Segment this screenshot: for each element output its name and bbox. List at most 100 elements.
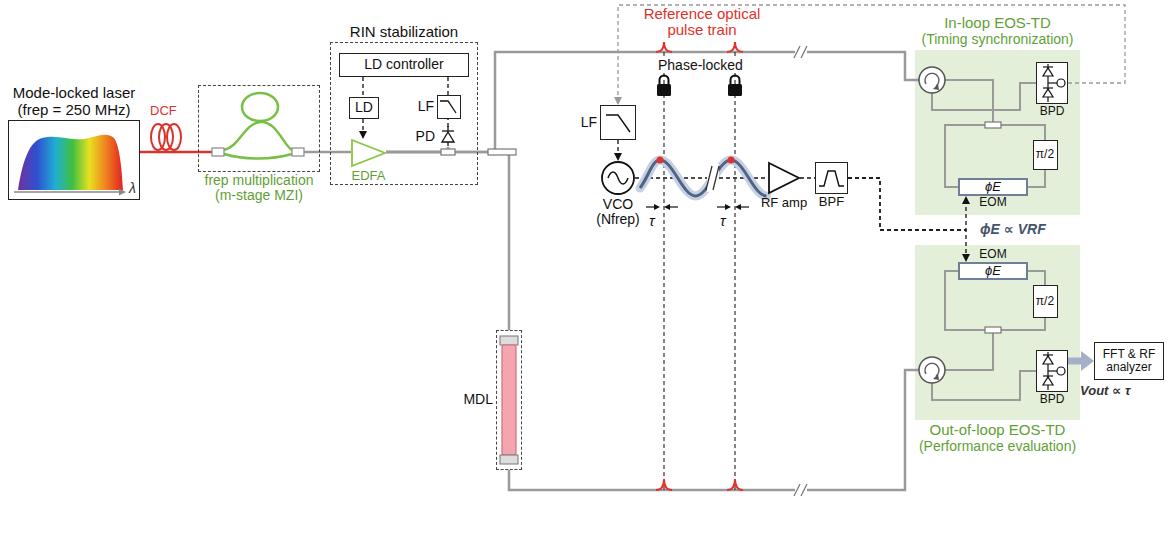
filter-box: LF: [437, 95, 461, 119]
fiber: [945, 333, 993, 370]
coupler: [292, 148, 304, 156]
connector: [140, 152, 198, 153]
node-label: MDL: [463, 392, 493, 407]
node-label: RF amp: [761, 196, 807, 210]
connector-line: [509, 370, 915, 490]
connector: [800, 178, 815, 179]
lowpass-symbol: [606, 115, 630, 132]
photodiode-bar: [1043, 354, 1053, 355]
offset-arrow: [669, 206, 678, 207]
annotation: Reference optical pulse train: [632, 6, 772, 38]
annotation: τ: [649, 213, 655, 229]
connector-cap: [500, 336, 518, 345]
arrow-head: [933, 374, 939, 380]
photodiode-symbol: [1043, 89, 1053, 97]
arrow-head: [664, 204, 670, 210]
label-box: ϕE ∝ VRF: [980, 222, 1046, 237]
break-mark: [801, 484, 807, 496]
vco-circle: VCO(Nfrep): [601, 161, 635, 195]
node-label: FFT & RF analyzer: [1097, 348, 1161, 374]
node-label: (frep = 250 MHz): [13, 102, 136, 119]
arrow-head: [654, 204, 660, 210]
annotation: τ: [720, 213, 726, 229]
connector-line: [617, 140, 618, 154]
amplifier-triangle: EDFA: [351, 139, 386, 167]
laser-box: Mode-locked laser(frep = 250 MHz): [8, 120, 140, 200]
circulator: [919, 67, 945, 93]
node-label: (Performance evaluation): [919, 439, 1076, 454]
break-mark: [794, 484, 800, 496]
fiber-loop: [1028, 170, 1045, 187]
lock-shackle: [731, 76, 740, 85]
node-label: BPD: [1040, 105, 1065, 118]
phase-box: π/2: [1033, 285, 1058, 318]
node-label: Mode-locked laser: [13, 85, 136, 102]
connector-line: [1068, 358, 1082, 365]
lowpass-symbol: [440, 101, 456, 113]
connector-line: [848, 178, 966, 255]
timing-marker: [663, 52, 664, 490]
node-label: PD: [416, 129, 435, 144]
node-label: (Timing synchronization): [922, 32, 1074, 47]
connector: [359, 119, 367, 139]
annotation: Vout ∝ τ: [1080, 384, 1130, 398]
connector-line: [140, 151, 198, 154]
arrow-head: [359, 131, 367, 139]
break-gap: [707, 164, 719, 192]
photodiode-lead: [447, 126, 448, 131]
fiber: [932, 371, 1036, 400]
connector-line: [320, 151, 351, 154]
lock-body: [728, 84, 742, 96]
detector-box: BPD: [1036, 350, 1068, 392]
text-group: RF amp: [761, 196, 807, 210]
modulator-box: EOMϕE: [958, 262, 1028, 280]
connector-line: [848, 178, 966, 230]
node-label: frep multiplication: [205, 173, 314, 188]
break-gap: [795, 45, 807, 59]
oscillator-symbol: [608, 172, 628, 184]
fiber-coil: [167, 124, 181, 150]
delay-line-tube: [502, 345, 516, 455]
connector: [363, 77, 364, 97]
timing-marker: [734, 52, 735, 490]
connector-line: [386, 152, 509, 330]
optical-pulse: [727, 42, 743, 52]
text-group: Out-of-loop EOS-TD(Performance evaluatio…: [919, 422, 1076, 454]
text-group: EOM: [979, 196, 1006, 209]
connector: [448, 77, 449, 95]
bandpass-box: BPF: [815, 162, 848, 194]
fiber-loop: [1028, 271, 1045, 285]
photodiode-symbol: [1043, 377, 1053, 385]
text-group: EDFA: [352, 169, 386, 183]
rin-panel: RIN stabilizationLD controllerLDLFPDEDFA: [330, 42, 478, 185]
node-label: ϕE: [985, 264, 1001, 278]
arrow-head: [1081, 351, 1094, 371]
detector-ground: [1036, 350, 1068, 392]
node-label: EOM: [979, 248, 1006, 261]
circulator-arrow: [925, 73, 939, 86]
node-label: BPF: [819, 195, 844, 209]
photodiode: PD: [439, 127, 459, 147]
connector-line: [447, 77, 448, 95]
connector: [320, 152, 351, 153]
diode-box: LD: [349, 97, 379, 119]
connector: [848, 178, 970, 230]
node-label: LD controller: [364, 57, 443, 72]
label-box: τ: [720, 213, 726, 229]
node-label: ϕE: [985, 180, 1001, 194]
text-group: LF: [418, 99, 434, 114]
node-label: EDFA: [352, 169, 386, 183]
connector: [614, 5, 1125, 105]
lock-body: [657, 84, 671, 96]
connector: [614, 140, 622, 161]
detector-wire: [1048, 82, 1057, 83]
node-label: LF: [418, 99, 434, 114]
text-group: LF: [581, 115, 597, 130]
offset-arrow: [740, 206, 749, 207]
arrow-head: [614, 153, 622, 161]
text-group: BPD: [1040, 393, 1065, 406]
fiber-loop: [1001, 318, 1045, 330]
fiber-loop: [1001, 125, 1045, 140]
node-label: EOM: [979, 196, 1006, 209]
arrow-head: [933, 84, 939, 90]
